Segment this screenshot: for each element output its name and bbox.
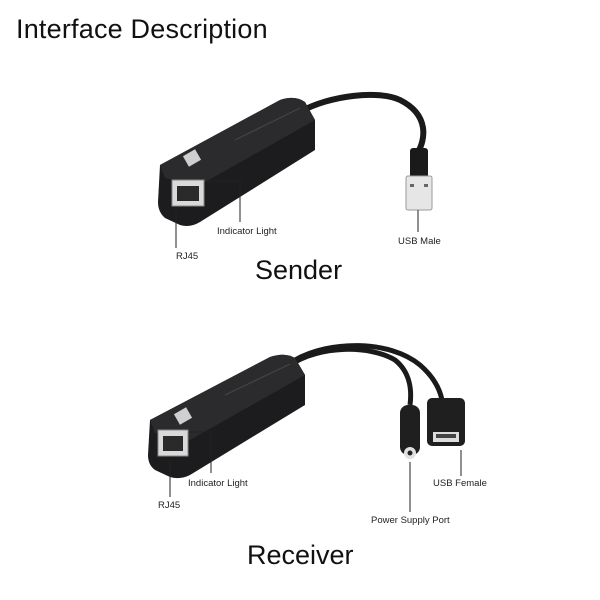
sender-device-illustration <box>158 91 433 248</box>
receiver-device-illustration <box>148 343 465 512</box>
receiver-usb-female-label: USB Female <box>433 478 487 489</box>
sender-usb-male-label: USB Male <box>398 236 441 247</box>
sender-rj45-label: RJ45 <box>176 251 199 262</box>
receiver-rj45-label: RJ45 <box>158 500 181 511</box>
sender-indicator-light-label: Indicator Light <box>217 226 277 237</box>
sender-heading: Sender <box>255 255 343 285</box>
receiver-indicator-light-label: Indicator Light <box>188 478 248 489</box>
page-title: Interface Description <box>16 14 268 44</box>
receiver-power-supply-port-label: Power Supply Port <box>371 515 450 526</box>
receiver-heading: Receiver <box>247 540 354 570</box>
